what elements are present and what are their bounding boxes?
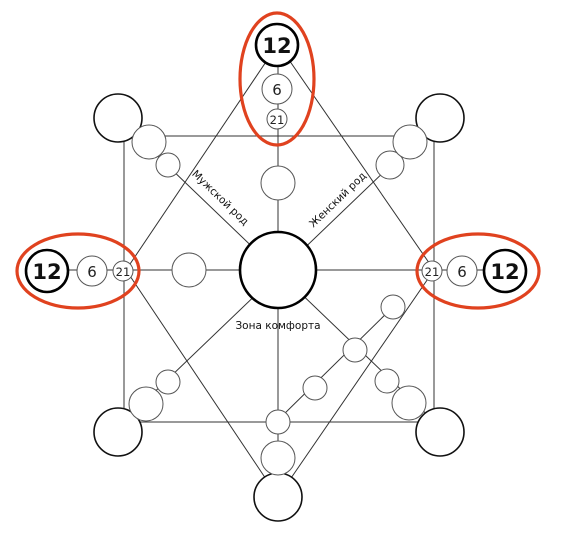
- left-node-21: [112, 260, 134, 282]
- top-node-6: [261, 73, 293, 105]
- comfort-zone-label: Зона комфорта: [235, 320, 320, 332]
- small-nodes: [128, 124, 428, 476]
- right-highlight-ring: [415, 232, 541, 310]
- node: [155, 152, 181, 178]
- left-node-12: [24, 248, 70, 294]
- left-highlight-ring: [15, 232, 141, 310]
- top-12-value: 12: [262, 34, 291, 58]
- corner-nodes: [93, 93, 465, 522]
- masculine-label: Мужской род: [189, 168, 250, 228]
- left-21-value: 21: [116, 265, 131, 279]
- right-12-value: 12: [490, 260, 519, 284]
- node: [155, 369, 181, 395]
- left-6-value: 6: [87, 263, 97, 281]
- feminine-label: Женский род: [307, 170, 369, 230]
- node: [392, 124, 428, 160]
- corner-node-top-left: [93, 93, 143, 143]
- node: [380, 294, 406, 320]
- right-node-21: [421, 260, 443, 282]
- corner-node-bottom-left: [93, 407, 143, 457]
- top-cluster: 12 6 21: [238, 11, 316, 147]
- center-node: [238, 230, 318, 310]
- top-node-21: [266, 108, 288, 130]
- bottom-node: [253, 472, 303, 522]
- node: [128, 386, 164, 422]
- node: [131, 124, 167, 160]
- parallel-line: [277, 304, 396, 421]
- left-cluster: 12 6 21: [15, 232, 141, 310]
- node: [375, 150, 405, 180]
- node: [391, 385, 427, 421]
- right-cluster: 21 6 12: [415, 232, 541, 310]
- node: [342, 337, 368, 363]
- node: [171, 252, 207, 288]
- right-node-6: [446, 255, 478, 287]
- top-node-12: [254, 22, 300, 68]
- top-6-value: 6: [272, 81, 282, 99]
- right-node-12: [482, 248, 528, 294]
- node: [302, 375, 328, 401]
- left-12-value: 12: [32, 260, 61, 284]
- node: [265, 409, 291, 435]
- right-21-value: 21: [425, 265, 440, 279]
- corner-node-bottom-right: [415, 407, 465, 457]
- right-6-value: 6: [457, 263, 467, 281]
- node: [260, 440, 296, 476]
- left-node-6: [76, 255, 108, 287]
- top-21-value: 21: [270, 113, 285, 127]
- node: [374, 368, 400, 394]
- node: [260, 165, 296, 201]
- corner-node-top-right: [415, 93, 465, 143]
- top-highlight-ring: [238, 11, 316, 147]
